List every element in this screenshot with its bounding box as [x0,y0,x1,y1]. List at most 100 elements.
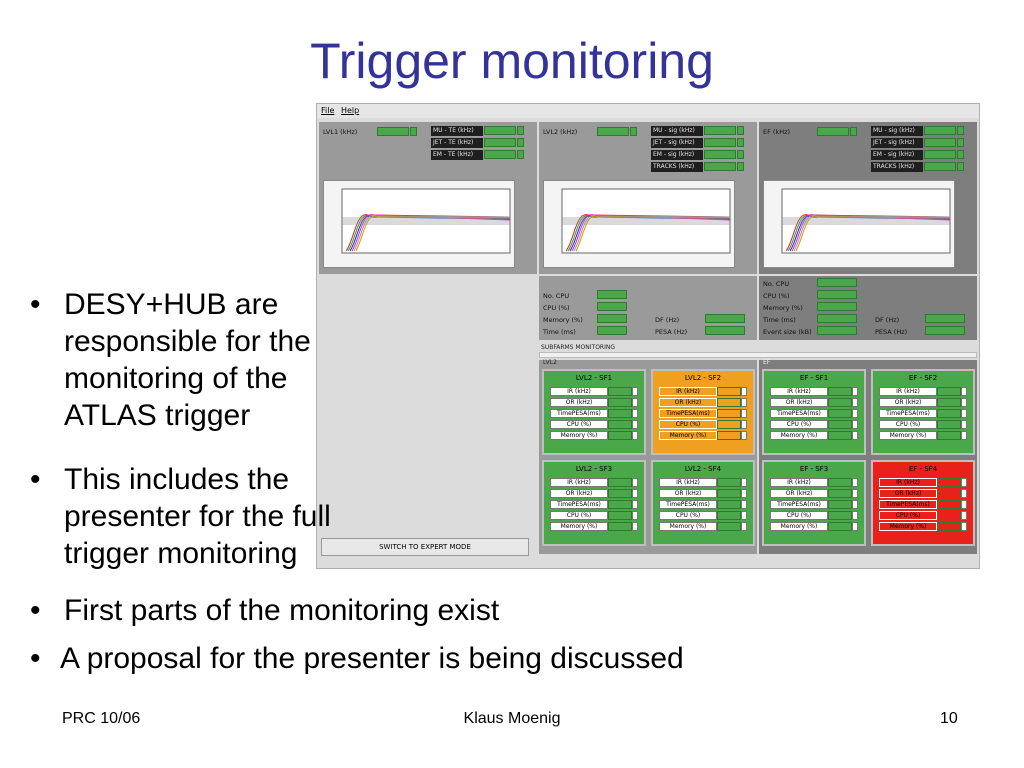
subfarm-row-scroll[interactable] [741,431,747,440]
subfarm-row-scroll[interactable] [961,398,967,407]
subfarm-row-scroll[interactable] [961,387,967,396]
subfarm-row-scroll[interactable] [852,511,858,520]
lvl2-rate-scroll[interactable] [630,127,637,136]
subfarm-row-scroll[interactable] [741,500,747,509]
subfarm-row-scroll[interactable] [632,431,638,440]
subfarm-name: EF - SF2 [908,374,938,382]
lvl2-rate-value [597,127,629,136]
subfarm-row-scroll[interactable] [852,522,858,531]
subfarm-row-scroll[interactable] [741,489,747,498]
subfarm-row-scroll[interactable] [852,420,858,429]
subfarm-row-scroll[interactable] [632,398,638,407]
lvl2-tag-tracks: TRACKS (kHz) [651,162,703,172]
ef-rate-scroll[interactable] [850,127,857,136]
subfarm-row-scroll[interactable] [741,522,747,531]
subfarm-row-value [937,478,961,487]
subfarm-row-label: Memory (%) [879,522,937,531]
lvl2-stat-value [597,290,627,299]
ef-panel: EF (kHz) MU - sig (kHz) JET - sig (kHz) … [759,122,977,274]
subfarm-row-scroll[interactable] [961,420,967,429]
ef-rate-value [817,127,849,136]
subfarm-row: IR (kHz) [550,478,638,487]
subfarm-row-scroll[interactable] [741,478,747,487]
subfarm-row-scroll[interactable] [632,500,638,509]
ef-tracks-scroll[interactable] [957,162,964,171]
subfarm-row-scroll[interactable] [741,409,747,418]
subfarm-row-scroll[interactable] [852,398,858,407]
subfarm-row-scroll[interactable] [961,478,967,487]
subfarm-row-scroll[interactable] [632,478,638,487]
subfarm-row-scroll[interactable] [632,489,638,498]
bullet-line: ATLAS trigger [64,399,251,432]
lvl2-tracks-scroll[interactable] [737,162,744,171]
subfarm-row-scroll[interactable] [852,431,858,440]
bullet-line: This includes the [64,463,290,496]
subfarm-row-scroll[interactable] [632,511,638,520]
subfarm-row: CPU (%) [550,420,638,429]
subfarm-row-scroll[interactable] [852,500,858,509]
subfarm-row-value [717,489,741,498]
subfarm-row-scroll[interactable] [852,489,858,498]
subfarm-row-scroll[interactable] [961,511,967,520]
subfarm-row-value [937,398,961,407]
subfarm-row-scroll[interactable] [961,409,967,418]
subfarm-row-label: Memory (%) [659,522,717,531]
subfarm-row-scroll[interactable] [961,522,967,531]
subfarm-row-value [828,522,852,531]
subfarm-row-scroll[interactable] [961,500,967,509]
subfarm-row: OR (kHz) [770,398,858,407]
subfarm-row-scroll[interactable] [632,387,638,396]
subfarm-row-label: Memory (%) [550,522,608,531]
ef-stat-value [925,314,965,323]
subfarm-row: Memory (%) [659,431,747,440]
menu-file[interactable]: File [321,106,335,115]
expert-mode-button[interactable]: SWITCH TO EXPERT MODE [321,538,529,556]
lvl1-rate-scroll[interactable] [410,127,417,136]
subfarm-row-label: OR (kHz) [550,489,608,498]
lvl1-rate-plot [323,180,515,268]
subfarm-row-scroll[interactable] [852,387,858,396]
ef-tracks-value [924,162,956,171]
lvl1-em-scroll[interactable] [517,150,524,159]
subfarm-row: IR (kHz) [659,387,747,396]
ef-mu-scroll[interactable] [957,126,964,135]
subfarms-title: SUBFARMS MONITORING [541,344,616,351]
subfarm-row-value [828,409,852,418]
subfarm-row-scroll[interactable] [852,409,858,418]
lvl2-stat-label: DF (Hz) [655,316,680,324]
subfarm-row-scroll[interactable] [632,420,638,429]
lvl2-mu-scroll[interactable] [737,126,744,135]
subfarm-row-scroll[interactable] [741,387,747,396]
subfarm-row-value [828,398,852,407]
subfarm-row-value [717,511,741,520]
subfarm-row-scroll[interactable] [961,489,967,498]
subfarm-row-scroll[interactable] [741,420,747,429]
ef-em-scroll[interactable] [957,150,964,159]
subfarm-row-scroll[interactable] [961,431,967,440]
ef-tag-em: EM - sig (kHz) [871,150,923,160]
subfarm-row-scroll[interactable] [741,398,747,407]
subfarm-row-scroll[interactable] [852,478,858,487]
subfarm-row: IR (kHz) [770,478,858,487]
subfarm-row-scroll[interactable] [632,409,638,418]
subfarm-row-scroll[interactable] [632,522,638,531]
lvl1-mu-scroll[interactable] [517,126,524,135]
menu-help[interactable]: Help [340,106,360,115]
lvl2-em-scroll[interactable] [737,150,744,159]
subfarm-row-value [717,478,741,487]
lvl1-jet-scroll[interactable] [517,138,524,147]
ef-jet-scroll[interactable] [957,138,964,147]
subfarm-row-scroll[interactable] [741,511,747,520]
subfarm-name: LVL2 - SF2 [684,374,722,382]
lvl2-jet-scroll[interactable] [737,138,744,147]
ef-stat-label: Memory (%) [763,304,803,312]
lvl2-stat-value [705,326,745,335]
